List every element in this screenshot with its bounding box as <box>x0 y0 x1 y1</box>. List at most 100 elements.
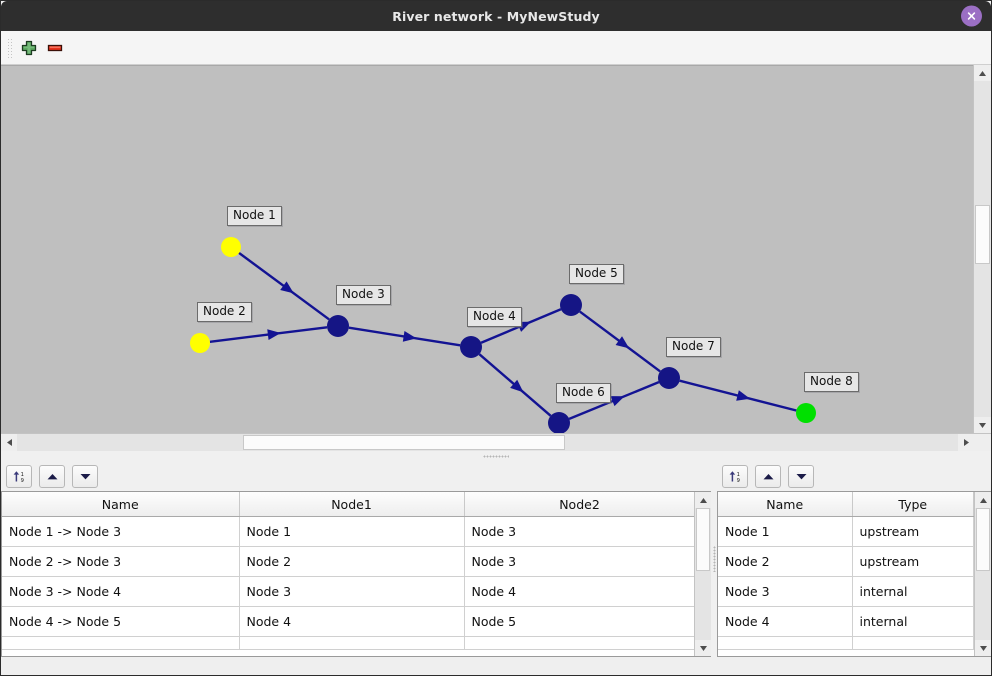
table-cell[interactable] <box>852 636 974 650</box>
close-icon[interactable] <box>961 5 982 27</box>
node-label-node-1[interactable]: Node 1 <box>227 206 282 226</box>
scroll-down-arrow-icon[interactable] <box>695 640 711 656</box>
scroll-up-arrow-icon[interactable] <box>974 65 990 81</box>
graph-vscroll-thumb[interactable] <box>975 205 990 265</box>
move-up-icon[interactable] <box>39 464 65 488</box>
table-cell[interactable] <box>718 636 853 650</box>
table-cell[interactable]: internal <box>852 606 974 637</box>
network-node-node-1[interactable] <box>221 237 241 257</box>
add-plus-icon[interactable] <box>16 35 42 61</box>
table-cell[interactable]: Node 1 <box>239 516 465 547</box>
table-row[interactable] <box>2 636 694 650</box>
toolbar-grip[interactable] <box>7 37 12 58</box>
network-node-node-3[interactable] <box>327 315 349 337</box>
horizontal-splitter[interactable] <box>1 451 991 461</box>
scroll-down-arrow-icon[interactable] <box>974 417 990 433</box>
node-label-node-4[interactable]: Node 4 <box>467 307 522 327</box>
splitter-grip-icon <box>483 454 509 458</box>
nodes-scroll-thumb[interactable] <box>976 508 990 571</box>
column-header-node1[interactable]: Node1 <box>239 492 465 517</box>
network-node-node-8[interactable] <box>796 403 816 423</box>
node-label-node-7[interactable]: Node 7 <box>666 337 721 357</box>
node-label-node-5[interactable]: Node 5 <box>569 264 624 284</box>
svg-text:1: 1 <box>736 472 739 478</box>
table-cell[interactable]: Node 2 <box>718 546 853 577</box>
column-header-name[interactable]: Name <box>718 492 853 517</box>
column-header-type[interactable]: Type <box>852 492 974 517</box>
scroll-right-arrow-icon[interactable] <box>958 434 974 450</box>
column-header-name[interactable]: Name <box>2 492 240 517</box>
table-cell[interactable]: Node 1 <box>718 516 853 547</box>
table-cell[interactable]: Node 3 <box>718 576 853 607</box>
table-cell[interactable]: Node 3 -> Node 4 <box>2 576 240 607</box>
branches-table-scrollbar[interactable] <box>694 492 711 656</box>
network-node-node-4[interactable] <box>460 336 482 358</box>
network-graph-svg <box>190 237 816 433</box>
network-node-node-2[interactable] <box>190 333 210 353</box>
table-cell[interactable]: Node 1 -> Node 3 <box>2 516 240 547</box>
graph-vertical-scrollbar[interactable] <box>973 65 991 433</box>
node-label-node-8[interactable]: Node 8 <box>804 372 859 392</box>
network-node-node-7[interactable] <box>658 367 680 389</box>
graph-vscroll-track[interactable] <box>974 81 991 417</box>
nodes-table-scrollbar[interactable] <box>974 492 991 656</box>
main-toolbar <box>1 31 991 65</box>
table-cell[interactable]: Node 4 -> Node 5 <box>2 606 240 637</box>
table-row[interactable] <box>718 636 974 650</box>
move-up-icon[interactable] <box>755 464 781 488</box>
branches-scroll-track[interactable] <box>695 508 711 640</box>
table-cell[interactable]: Node 4 <box>239 606 465 637</box>
network-node-node-5[interactable] <box>560 294 582 316</box>
column-header-node2[interactable]: Node2 <box>464 492 694 517</box>
table-cell[interactable]: Node 4 <box>718 606 853 637</box>
node-label-node-6[interactable]: Node 6 <box>556 383 611 403</box>
node-label-node-3[interactable]: Node 3 <box>336 285 391 305</box>
network-diagram-canvas[interactable]: Node 1 Node 2 Node 3 Node 4 Node 5 Node 6 Node… <box>1 65 973 433</box>
table-cell[interactable]: Node 3 <box>239 576 465 607</box>
table-cell[interactable]: Node 5 <box>464 606 694 637</box>
network-node-node-6[interactable] <box>548 412 570 433</box>
graph-hscroll-track[interactable] <box>17 434 958 451</box>
table-cell[interactable]: upstream <box>852 546 974 577</box>
network-edge-arrow-icon <box>615 336 630 349</box>
table-cell[interactable]: upstream <box>852 516 974 547</box>
node-label-node-2[interactable]: Node 2 <box>197 302 252 322</box>
table-cell[interactable]: internal <box>852 576 974 607</box>
table-cell[interactable]: Node 2 -> Node 3 <box>2 546 240 577</box>
graph-horizontal-scrollbar[interactable] <box>1 433 991 451</box>
table-cell[interactable]: Node 3 <box>464 516 694 547</box>
table-cell[interactable]: Node 4 <box>464 576 694 607</box>
scroll-down-arrow-icon[interactable] <box>975 640 991 656</box>
move-down-icon[interactable] <box>72 464 98 488</box>
branches-scroll-thumb[interactable] <box>696 508 710 571</box>
scroll-left-arrow-icon[interactable] <box>1 434 17 450</box>
table-cell[interactable]: Node 2 <box>239 546 465 577</box>
sort-ascending-icon[interactable]: 1 9 <box>6 464 32 488</box>
scroll-up-arrow-icon[interactable] <box>975 492 991 508</box>
vertical-splitter[interactable] <box>711 461 717 657</box>
table-cell[interactable]: Node 3 <box>464 546 694 577</box>
move-down-icon[interactable] <box>788 464 814 488</box>
table-cell[interactable] <box>464 636 694 650</box>
graph-hscroll-thumb[interactable] <box>242 435 565 450</box>
table-cell[interactable] <box>239 636 465 650</box>
sort-ascending-icon[interactable]: 1 9 <box>722 464 748 488</box>
remove-minus-icon[interactable] <box>42 35 68 61</box>
scroll-up-arrow-icon[interactable] <box>695 492 711 508</box>
table-cell[interactable] <box>2 636 240 650</box>
nodes-scroll-track[interactable] <box>975 508 991 640</box>
